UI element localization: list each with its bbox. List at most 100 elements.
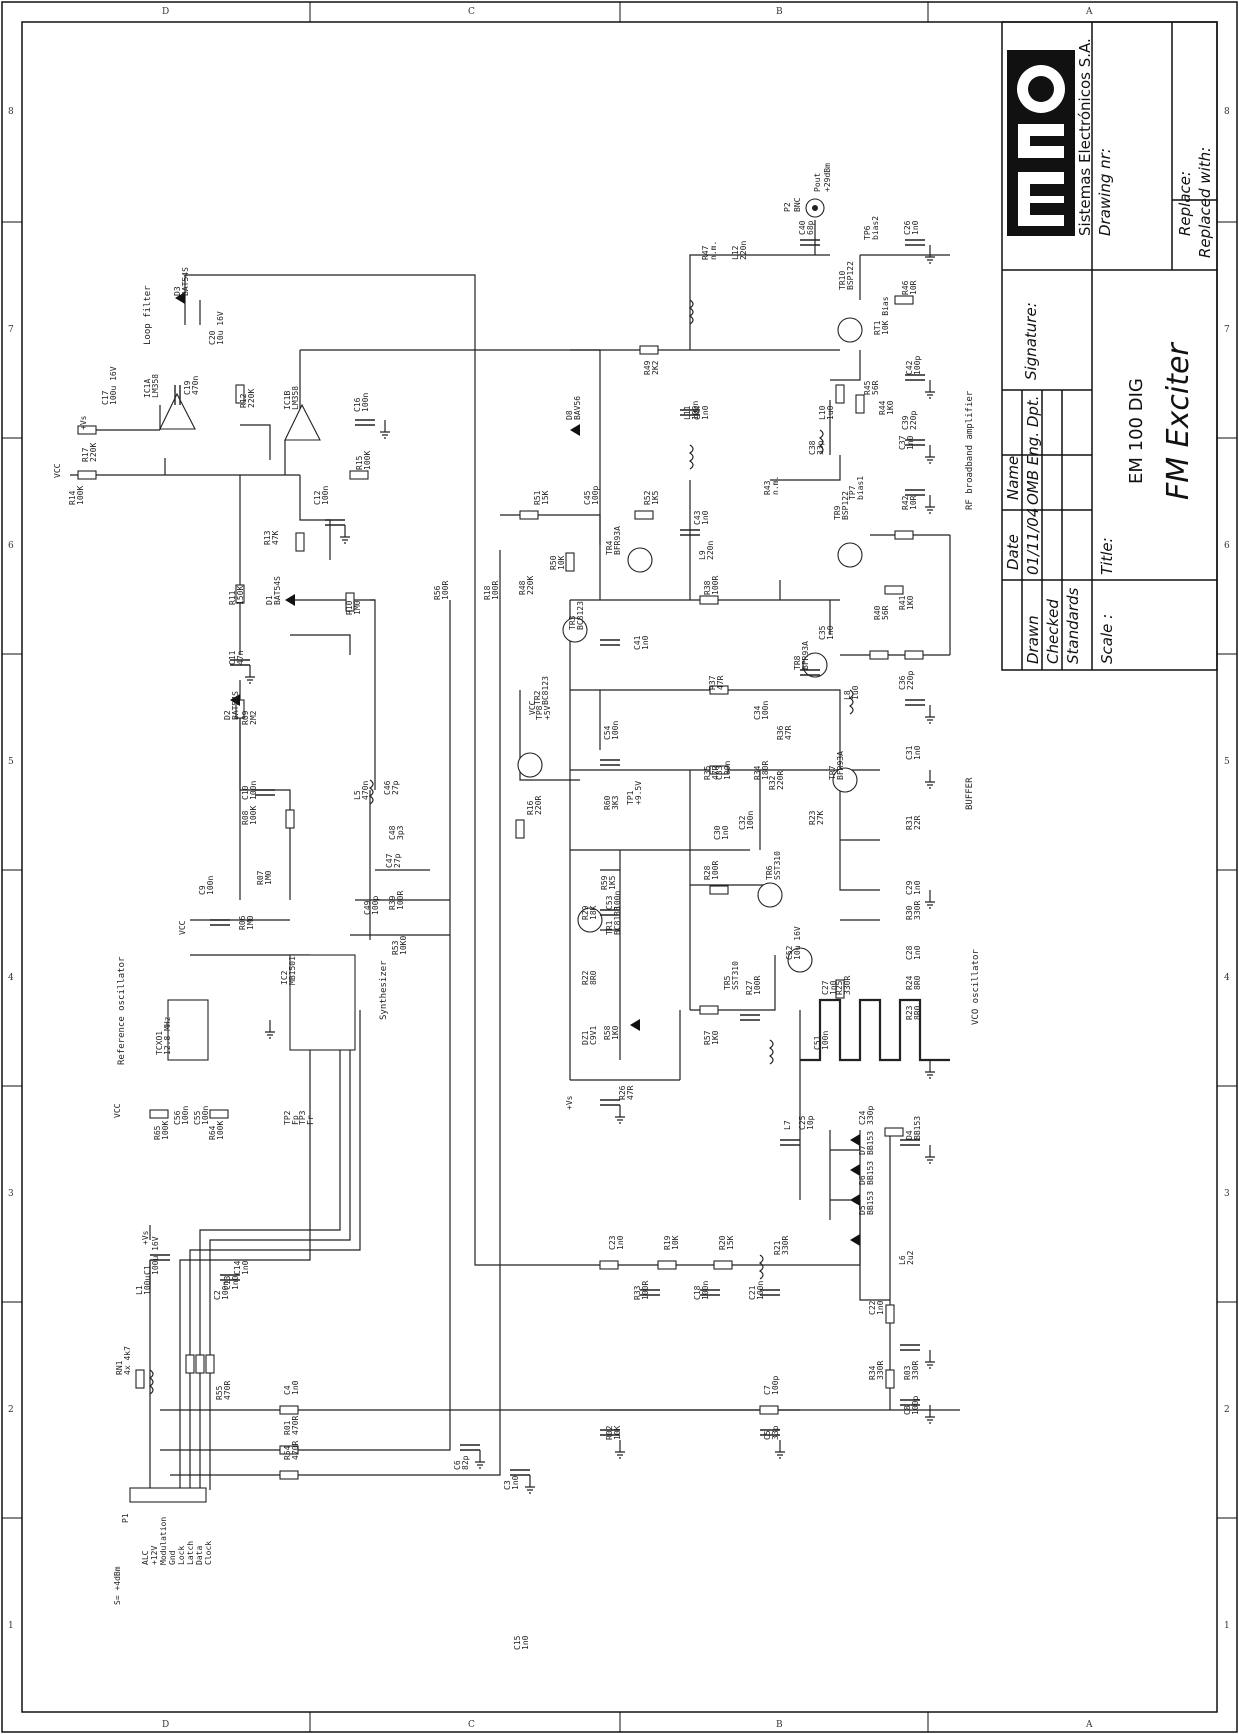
component-ref: R20 [718,1235,727,1250]
component-label-r58: R581K0 [603,1025,620,1040]
component-label-r27: R27100R [745,976,762,995]
p1-pin-alc: ALC [141,1550,150,1565]
component-value: 150K [236,586,245,605]
component-label-r57: R571K0 [703,1030,720,1045]
component-ref: C42 [905,360,914,375]
component-ref: R56 [433,585,442,600]
vs-label-2: +Vs [141,1230,150,1245]
component-label-r39: R39100R [388,891,405,910]
resistor-symbol [285,809,295,829]
component-label-r51: R5115K [533,490,550,505]
component-value: 220R [776,771,785,790]
resistor-symbol [279,1470,299,1480]
company-name: Sistemas Electrónicos S.A. [1076,38,1094,236]
component-ref: R44 [878,400,887,415]
component-label-c2: C2100n [213,1281,230,1300]
component-label-c39: C39220p [901,411,918,430]
zone-col-top-3: A [1085,7,1093,17]
component-value: 330p [866,1106,875,1125]
title-block: Sistemas Electrónicos S.A. Drawing nr: R… [1001,21,1218,671]
opamp-symbol [284,403,321,441]
zone-row-l-3: 5 [8,757,14,767]
component-ref: C33 [715,765,724,780]
zone-row-l-1: 7 [8,325,14,335]
component-label-rt1: RT110K Bias [873,296,890,335]
component-label-c7: C7100p [763,1376,780,1395]
component-value: 330R [876,1361,885,1380]
component-label-c23: C231n0 [608,1235,625,1250]
component-label-r56: R56100R [433,581,450,600]
component-value: 47R [784,725,793,740]
connector-p1: P1 S= +4dBm ALC +12V Modulation Gnd Lock… [113,1513,213,1605]
component-ref: R06 [238,915,247,930]
transistor-symbol [787,947,813,973]
resistor-symbol [235,384,245,404]
resistor-symbol [149,1109,169,1119]
component-ref: R08 [241,810,250,825]
resistor-symbol [519,510,539,520]
component-ref: TP6 [863,225,872,240]
component-label-r07: R071M0 [256,870,273,885]
component-label-tp3: TP3Fr [298,1110,315,1125]
component-value: 100R [753,976,762,995]
transistor-symbol [837,542,863,568]
resistor-symbol [884,585,904,595]
component-ref: R26 [618,1085,627,1100]
component-value: 18K [589,905,598,920]
component-label-r31: R3122R [905,815,922,830]
component-label-tr9: TR9BSP122 [833,491,850,520]
component-label-tp1: TP1+9.5V [626,781,643,805]
component-value: 330R [913,901,922,920]
component-ref: L7 [783,1120,792,1130]
resistor-symbol [634,510,654,520]
component-label-c36: C36220p [898,671,915,690]
component-ref: C52 [785,945,794,960]
diode-symbol [850,1234,860,1246]
component-label-r47: R47n.m. [701,241,718,260]
component-value: 100R [641,1281,650,1300]
component-label-d5: D5BB153 [858,1191,875,1215]
component-label-c35: C351n0 [818,625,835,640]
component-ref: R31 [905,815,914,830]
component-ref: R64 [208,1125,217,1140]
component-label-r22: R228R0 [581,970,598,985]
component-value: 68p [806,220,815,235]
component-value: +5V [543,705,552,720]
component-label-r30: R30330R [905,901,922,920]
component-ref: R50 [549,555,558,570]
connector-p1-ref: P1 [121,1513,130,1523]
component-ref: TR8 [793,655,802,670]
resistor-symbol [869,650,889,660]
component-value: 330R [843,976,852,995]
resistor-symbol [135,1369,145,1389]
component-ref: C8 [903,1405,912,1415]
component-value: 1n0 [911,220,920,235]
component-value: 1n0 [913,745,922,760]
component-label-c38: C3833p [808,440,825,455]
scale-label: Scale : [1098,614,1116,664]
component-label-r18: R18100R [483,581,500,600]
component-value: 47R [711,765,720,780]
vcc-label: VCC [53,463,62,478]
transistor-symbol [627,547,653,573]
component-label-c32: C32100n [738,811,755,830]
component-ref: L10 [818,405,827,420]
component-value: 1n0 [906,435,915,450]
component-label-c30: C301n0 [713,825,730,840]
component-value: 100n [701,1281,710,1300]
component-label-c5: C533p [763,1425,780,1440]
component-label-tr2: TR2BC8123 [533,676,550,705]
component-ref: R30 [905,905,914,920]
component-value: BC8123 [576,601,585,630]
bnc-center-symbol [812,205,818,211]
component-value: BAT54S [231,691,240,720]
component-value: MB1501 [288,956,297,985]
opamp-symbol [159,392,196,430]
component-value: 100n [691,401,700,420]
component-ref: R35 [703,765,712,780]
component-ref: R09 [241,710,250,725]
resistor-symbol [699,1005,719,1015]
zone-row-l-7: 1 [8,1621,14,1631]
component-label-c53: C53100n [605,891,622,910]
label-loop-filter: Loop filter [143,285,153,345]
